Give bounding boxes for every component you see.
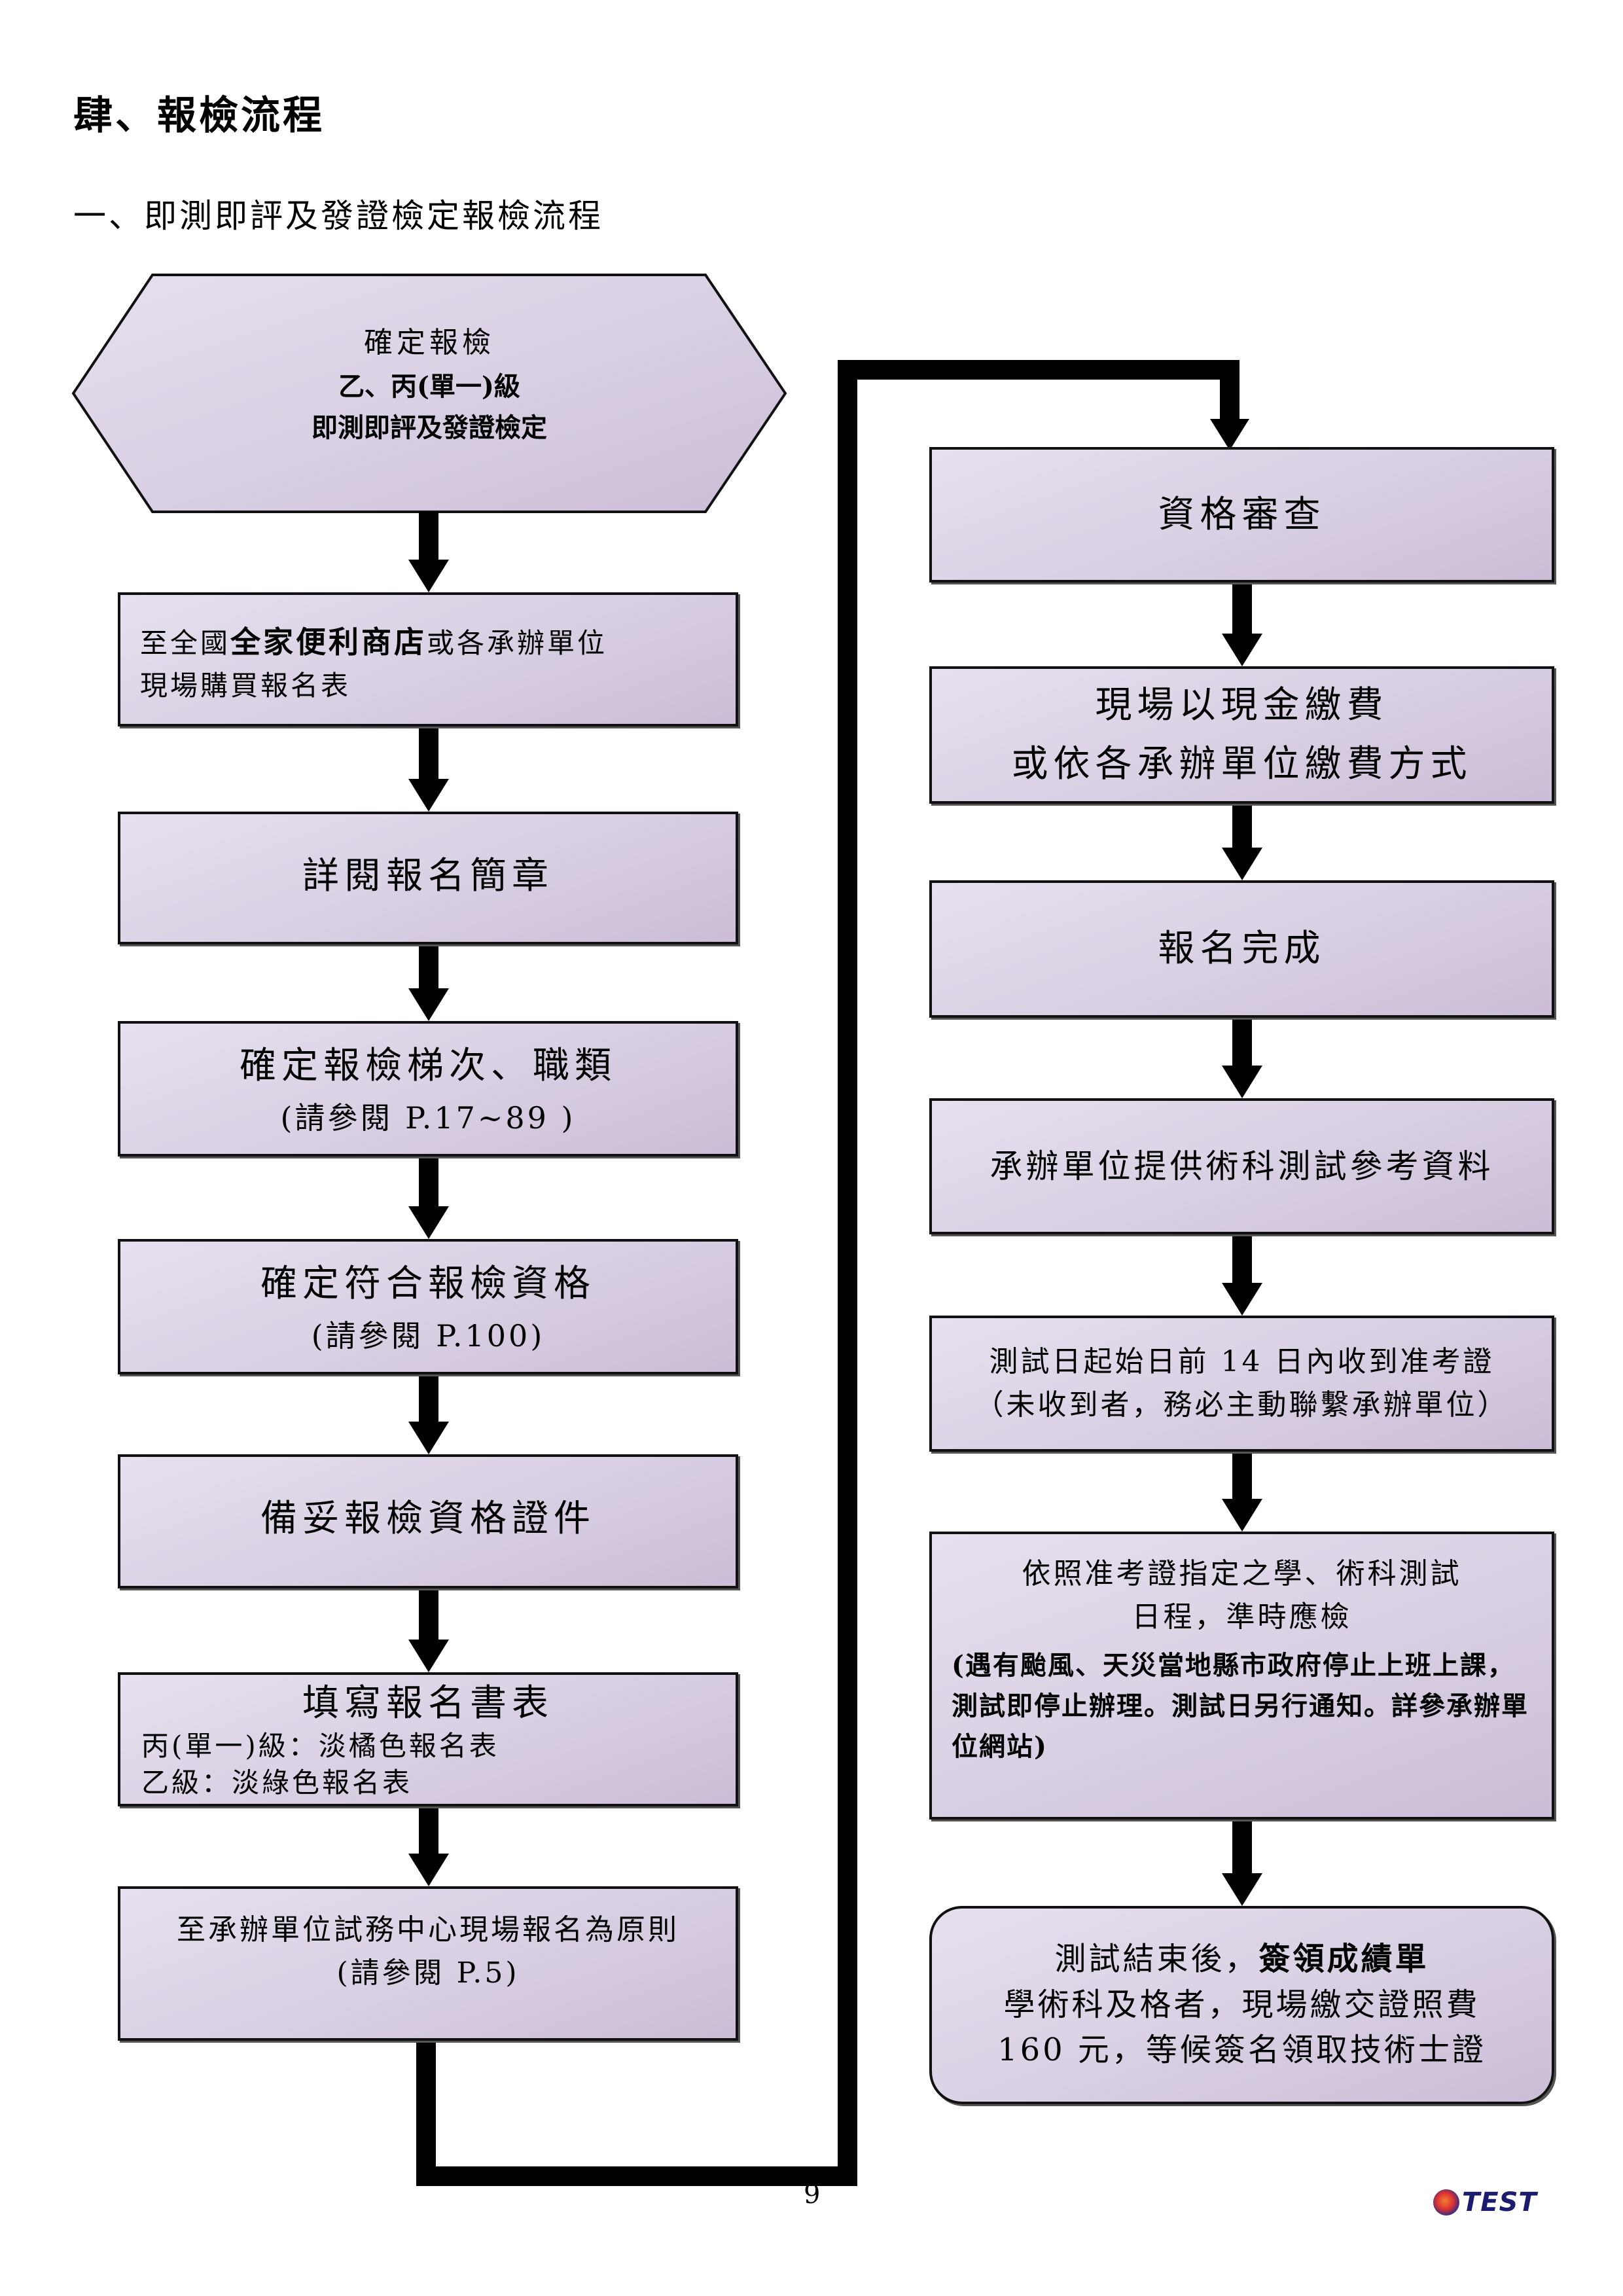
loop-connector [416,360,1240,2186]
arrow-shaft [1232,1820,1252,1874]
step-attend-exam-line-2: 日程，準時應檢 [1132,1600,1352,1634]
step-attend-exam: 依照准考證指定之學、術科測試 日程，準時應檢 (遇有颱風、天災當地縣市政府停止上… [929,1532,1554,1820]
step-after-exam-line-3: 160 元，等候簽名領取技術士證 [997,2032,1486,2069]
step-prepare-documents: 備妥報檢資格證件 [118,1454,738,1588]
arrow-shaft [419,1806,438,1855]
arrow-shaft [1232,583,1252,635]
subsection-heading: 一、即測即評及發證檢定報檢流程 [73,197,603,235]
step-purchase-form: 至全國全家便利商店或各承辦單位 現場購買報名表 [118,592,738,726]
step-purchase-form-line-1: 至全國全家便利商店或各承辦單位 [140,624,608,660]
arrowhead-icon [408,988,449,1021]
step-after-exam-line-2: 學術科及格者，現場繳交證照費 [1003,1986,1480,2023]
step-confirm-session-label: 確定報檢梯次、職類 [240,1045,616,1088]
step-fill-forms-note-1: 丙(單一)級：淡橘色報名表 [141,1729,499,1762]
step-confirm-eligibility-label: 確定符合報檢資格 [260,1263,596,1306]
step-confirm-session: 確定報檢梯次、職類 (請參閱 P.17~89 ) [118,1021,738,1157]
step-confirm-eligibility: 確定符合報檢資格 (請參閱 P.100) [118,1239,738,1374]
step-attend-exam-line-1: 依照准考證指定之學、術科測試 [1022,1557,1462,1590]
step-purchase-form-line-2: 現場購買報名表 [140,670,351,702]
page-number: 9 [804,2179,821,2210]
arrow-shaft [1232,1018,1252,1067]
step-qualification-review-label: 資格審查 [1158,493,1326,536]
step-register-onsite: 至承辦單位試務中心現場報名為原則 (請參閱 P.5) [118,1886,738,2041]
step-fill-forms-label: 填寫報名書表 [302,1682,554,1725]
step-attend-exam-note: (遇有颱風、天災當地縣市政府停止上班上課，測試即停止辦理。測試日另行通知。詳參承… [952,1650,1529,1762]
step-admission-ticket-line-2: （未收到者，務必主動聯繫承辦單位） [974,1388,1509,1422]
etest-logo: TEST [1433,2186,1544,2219]
step-prepare-documents-label: 備妥報檢資格證件 [260,1498,596,1540]
step-payment-line-1: 現場以現金繳費 [1095,684,1389,727]
arrow-shaft [419,512,438,561]
step-admission-ticket-line-1: 測試日起始日前 14 日內收到准考證 [989,1345,1495,1378]
step-confirm-eligibility-ref: (請參閱 P.100) [311,1318,545,1354]
arrow-shaft [1232,1452,1252,1500]
arrowhead-icon [408,1854,449,1886]
arrowhead-icon [1222,1873,1262,1906]
step-registration-complete: 報名完成 [929,880,1554,1018]
logo-emblem-icon [1433,2189,1459,2215]
step-reference-materials: 承辦單位提供術科測試參考資料 [929,1098,1554,1234]
arrowhead-icon [1222,634,1262,666]
arrowhead-icon [1222,1499,1262,1532]
step-read-guide: 詳閱報名簡章 [118,812,738,944]
step-payment: 現場以現金繳費 或依各承辦單位繳費方式 [929,666,1554,804]
arrow-shaft [419,1157,438,1208]
arrow-shaft [419,944,438,990]
arrowhead-icon [1222,848,1262,880]
arrowhead-icon [408,1206,449,1239]
arrow-shaft [1232,804,1252,849]
step-registration-complete-label: 報名完成 [1158,927,1326,971]
arrowhead-icon [408,560,449,592]
step-fill-forms-note-2: 乙級：淡綠色報名表 [141,1767,413,1799]
arrowhead-icon [408,779,449,812]
arrow-shaft [419,1374,438,1423]
step-register-onsite-ref: (請參閱 P.5) [336,1956,520,1990]
step-payment-line-2: 或依各承辦單位繳費方式 [1011,743,1472,785]
step-reference-materials-label: 承辦單位提供術科測試參考資料 [990,1147,1494,1185]
logo-text: TEST [1462,2187,1537,2217]
arrow-shaft [419,1588,438,1641]
arrowhead-icon [408,1640,449,1672]
step-read-guide-label: 詳閱報名簡章 [302,855,554,897]
arrowhead-icon [1222,1283,1262,1316]
start-node: 確定報檢 乙、丙(單一)級 即測即評及發證檢定 [152,321,707,448]
start-hexagon-shape [71,274,787,513]
arrowhead-icon [1210,419,1249,450]
start-line-2: 乙、丙(單一)級 [338,371,520,403]
step-register-onsite-label: 至承辦單位試務中心現場報名為原則 [177,1913,679,1946]
arrowhead-icon [408,1422,449,1454]
step-admission-ticket: 測試日起始日前 14 日內收到准考證 （未收到者，務必主動聯繫承辦單位） [929,1316,1554,1452]
step-after-exam-line-1: 測試結束後，簽領成績單 [1054,1941,1429,1978]
step-fill-forms: 填寫報名書表 丙(單一)級：淡橘色報名表 乙級：淡綠色報名表 [118,1672,738,1806]
arrowhead-icon [1222,1066,1262,1098]
arrow-shaft [1232,1234,1252,1284]
section-heading: 肆、報檢流程 [73,93,325,139]
step-qualification-review: 資格審查 [929,447,1554,583]
step-confirm-session-ref: (請參閱 P.17~89 ) [280,1100,576,1136]
arrow-shaft [419,726,438,780]
start-line-1: 確定報檢 [364,326,495,359]
start-line-3: 即測即評及發證檢定 [312,412,547,444]
step-after-exam: 測試結束後，簽領成績單 學術科及格者，現場繳交證照費 160 元，等候簽名領取技… [929,1906,1554,2104]
